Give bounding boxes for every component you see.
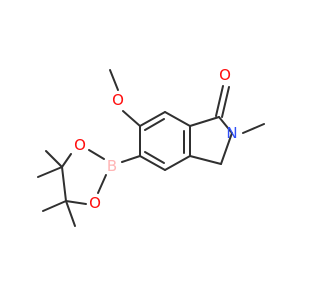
bond-ring-c4-c5 [164, 155, 191, 171]
molecule-structure: O O N B O O [37, 66, 265, 227]
bond-c3-carbonyl [189, 116, 220, 127]
bond-carbonyl-o-b [221, 86, 230, 118]
bond-ctop-me-2 [37, 166, 63, 178]
bond-cbottom-me-2 [65, 200, 76, 227]
bond-o-top-c [61, 153, 72, 168]
carbonyl-oxygen-label: O [219, 66, 231, 84]
bond-methoxy-o-methyl [109, 69, 119, 91]
bond-cbottom-me-1 [42, 200, 67, 212]
bond-c6-boron [121, 155, 141, 163]
atom-labels: O O N B O O [74, 66, 238, 212]
amide-nitrogen-label: N [226, 124, 237, 142]
bond-ring-c5-c6-inner [144, 151, 165, 164]
bond-n-methyl [242, 123, 265, 134]
ring-oxygen-top-label: O [74, 136, 86, 154]
methoxy-oxygen-label: O [112, 91, 124, 109]
bond-boron-o-bottom [97, 174, 107, 194]
bond-ring-c2-c3 [164, 111, 191, 127]
bond-ch2-c4 [189, 155, 222, 165]
bond-boron-o-top [88, 149, 105, 160]
bond-ring-c1-c2-inner [144, 118, 165, 131]
bond-carbonyl-n [218, 116, 233, 134]
bond-ctop-me-1 [45, 150, 63, 168]
bond-carbonyl-o-a [215, 85, 224, 117]
bond-ring-c1-c2 [139, 111, 166, 127]
bond-o-bottom-c [65, 200, 87, 205]
bond-n-ch2 [220, 132, 233, 165]
bond-c-c-quaternary [61, 166, 67, 202]
bond-c1-methoxy-o [122, 110, 141, 127]
boron-label: B [107, 157, 117, 175]
bonds [37, 69, 265, 227]
bond-ring-c5-c6 [139, 155, 166, 171]
ring-oxygen-bottom-label: O [89, 194, 101, 212]
